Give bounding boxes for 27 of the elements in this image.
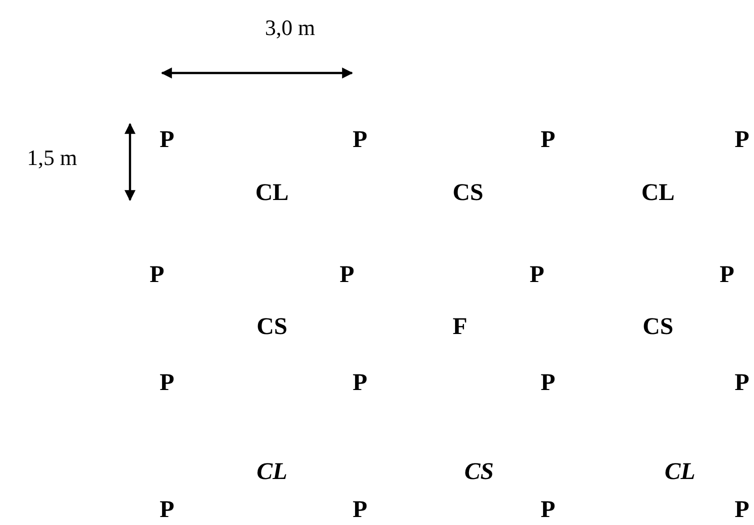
plant-label: P	[540, 371, 556, 395]
plant-label: CS	[464, 460, 494, 484]
plant-label: CL	[641, 181, 675, 205]
plant-label: P	[160, 498, 174, 522]
plant-label: CL	[255, 181, 289, 205]
plant-label: P	[352, 371, 368, 395]
plant-label: CS	[452, 181, 484, 205]
dimension-label: 1,5 m	[26, 147, 78, 169]
plant-label: P	[340, 263, 354, 287]
plant-label: P	[734, 371, 750, 395]
plant-label: P	[352, 498, 368, 522]
plant-label: P	[160, 128, 174, 152]
plant-label: P	[720, 263, 734, 287]
plant-label: P	[540, 498, 556, 522]
plant-label: P	[734, 128, 750, 152]
plant-label: F	[452, 315, 468, 339]
dimension-label: 3,0 m	[264, 17, 316, 39]
plant-label: P	[530, 263, 544, 287]
plant-label: CL	[256, 460, 288, 484]
plant-label: CS	[642, 315, 674, 339]
plant-label: P	[352, 128, 368, 152]
plant-label: P	[150, 263, 164, 287]
plant-label: P	[160, 371, 174, 395]
plant-label: CL	[664, 460, 696, 484]
plant-label: P	[540, 128, 556, 152]
plant-label: CS	[256, 315, 288, 339]
plant-label: P	[734, 498, 750, 522]
